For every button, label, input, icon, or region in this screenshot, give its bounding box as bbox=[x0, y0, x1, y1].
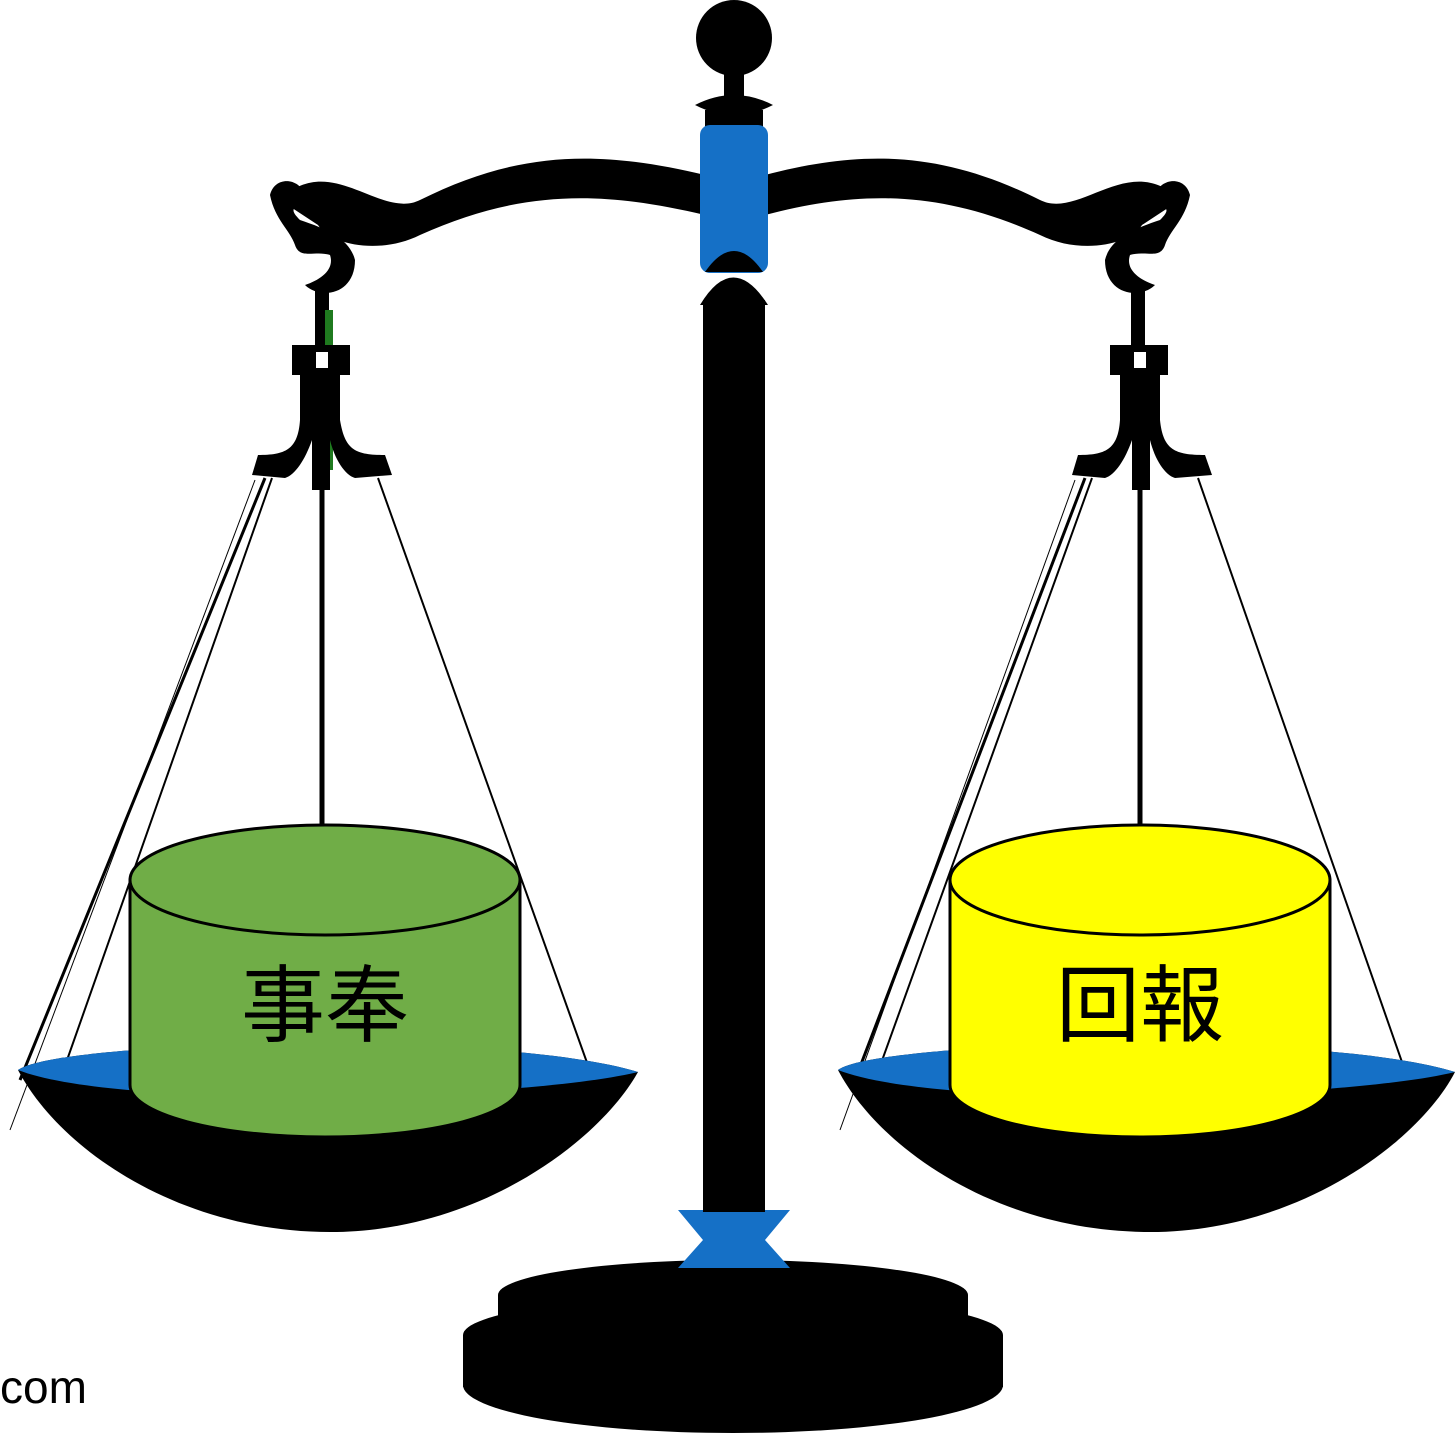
center-pillar bbox=[703, 300, 765, 1212]
top-knob bbox=[696, 0, 772, 76]
footer-text: com bbox=[0, 1361, 87, 1413]
left-drum: 事奉 bbox=[128, 823, 522, 1139]
right-hook bbox=[1105, 181, 1190, 293]
left-drum-label: 事奉 bbox=[241, 957, 409, 1055]
right-strings bbox=[839, 477, 1411, 1131]
balance-beam bbox=[280, 158, 705, 246]
center-collar bbox=[700, 125, 768, 273]
left-hook bbox=[270, 181, 355, 293]
right-drum: 回報 bbox=[948, 823, 1332, 1139]
left-hanger bbox=[252, 290, 392, 490]
right-drum-label: 回報 bbox=[1056, 957, 1224, 1055]
scale-base bbox=[463, 1260, 1003, 1433]
balance-beam-right bbox=[765, 158, 1180, 246]
right-hanger bbox=[1072, 290, 1212, 490]
left-strings bbox=[9, 477, 596, 1131]
pillar-cap bbox=[700, 277, 768, 305]
base-ornament bbox=[678, 1210, 790, 1268]
